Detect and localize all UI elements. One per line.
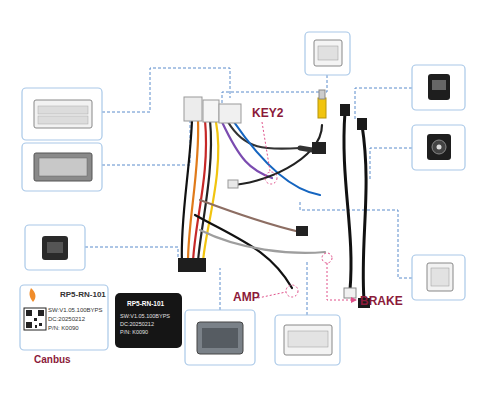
antenna-plug [357,118,367,130]
module-software: SW:V1.05.100BYPS [120,313,170,319]
callout-box [412,125,465,170]
connector-picture [38,116,88,124]
harness-connector [203,100,219,122]
card-decoration [38,310,44,316]
wire [222,122,272,178]
canbus-label-card: RP5-RN-101SW:V1.05.100BYPS DC:20250212P/N… [20,285,108,350]
connector-picture [318,46,338,60]
module-date: DC:20250212 [120,321,154,327]
module-model: RP5-RN-101 [127,300,164,307]
harness-connector [219,104,241,123]
wire [182,120,192,262]
card-decoration [115,293,182,348]
callout-box [22,143,102,191]
wire [188,120,198,262]
brake-label: BRAKE [360,294,403,308]
leader-line [307,260,308,315]
card-decoration [26,322,32,328]
card-decoration [30,288,36,302]
antenna-plug [340,104,370,308]
pink-marker [286,285,298,297]
card-decoration [34,318,37,321]
leader-line [370,148,412,180]
connector-picture [428,74,450,100]
connector-picture [34,153,92,181]
connector-picture [284,325,332,355]
connector-picture [437,145,442,150]
card-decoration [35,325,37,328]
callout-box [412,65,465,110]
callout-box [185,310,255,365]
wire [198,120,211,262]
key2-label: KEY2 [252,106,283,120]
leader-line [300,200,412,278]
harness-connector [178,90,326,272]
connector-picture [202,328,238,348]
pink-marker [265,172,277,184]
connector-picture [432,140,446,154]
canbus-module: RP5-RN-101SW:V1.05.100BYPS DC:20250212P/N… [115,293,182,348]
card-decoration [24,308,46,330]
connector-picture [38,106,88,114]
connector-picture [42,236,68,260]
card-decoration [39,323,42,326]
pink-marker [322,253,332,263]
harness-connector [228,180,238,188]
card-decoration [24,308,46,330]
module-part: P/N: K0090 [120,329,148,335]
date-code: DC:20250212 [48,316,85,323]
callout-box [305,32,350,75]
connector-picture [314,40,342,66]
harness-connector [178,258,206,272]
pink-marker [262,122,270,171]
card-decoration [20,285,182,350]
leader-line [222,75,327,104]
model-number: RP5-RN-101 [60,290,106,299]
pink-marker [258,292,286,298]
leader-line [355,88,412,120]
harness-connector [318,98,326,118]
leader-line [220,268,221,310]
pink-marker [327,263,356,300]
antenna-cable [344,112,351,290]
harness-connector [319,90,325,99]
connector-picture [427,263,453,291]
callout-box [412,255,465,300]
part-number: P/N: K0090 [48,325,79,332]
connector-picture [431,268,449,286]
leader-line [85,247,178,258]
callout-box [22,88,102,140]
callout-box [25,225,85,270]
antenna-cable [344,112,366,300]
antenna-plug [340,104,350,116]
connector-picture [288,331,328,347]
connector-picture [47,242,63,253]
connector-picture [34,100,92,128]
harness-connector [184,97,202,121]
leader-line [85,68,412,315]
canbus-heading: Canbus [34,354,71,366]
pink-marker [258,122,356,300]
software-version: SW:V1.05.100BYPS [48,307,103,314]
callout-box [275,315,340,365]
card-decoration [26,310,32,316]
wire [200,200,300,232]
connector-picture [427,134,451,160]
wire [203,122,218,262]
connector-picture [34,40,453,355]
harness-connector [296,226,308,236]
leader-line [102,118,190,165]
connector-picture [197,322,243,354]
connector-picture [39,158,87,176]
card-decoration [20,285,108,350]
connector-picture [432,80,446,90]
harness-connector [312,142,326,154]
wire [230,125,322,185]
antenna-plug [344,288,356,298]
amp-label: AMP [233,290,260,304]
antenna-cable [362,125,366,300]
wire [300,148,312,150]
